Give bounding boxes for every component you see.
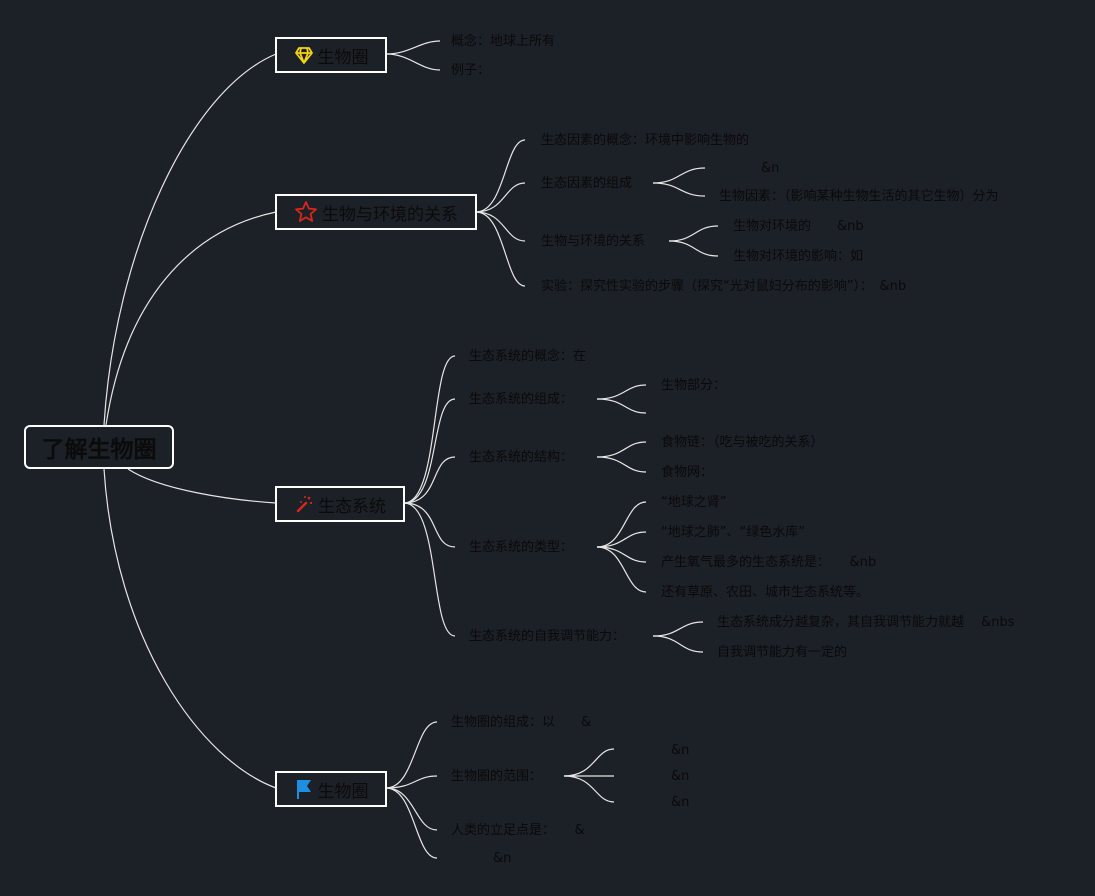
topic-ecofactor-components[interactable]: 生态因素的组成 — [541, 176, 633, 191]
topic-experiment-steps[interactable]: 实验：探究性实验的步骤（探究“光对鼠妇分布的影响”）： &nb — [541, 279, 907, 294]
connector — [652, 167, 706, 184]
topic-self-regulation[interactable]: 生态系统的自我调节能力： — [469, 629, 626, 644]
connector-root-b1 — [105, 211, 277, 426]
topic-ecosystem-components[interactable]: 生态系统的组成： — [469, 392, 574, 407]
subtopic-most-oxygen[interactable]: 产生氧气最多的生态系统是： &nb — [661, 555, 877, 570]
connector-root-b0 — [103, 53, 277, 426]
subtopic-earth-kidney[interactable]: “地球之肾” — [661, 495, 727, 510]
connector — [596, 398, 647, 414]
connector — [403, 502, 456, 548]
branch-label: 生态系统 — [318, 496, 386, 517]
connector — [403, 502, 456, 637]
topic-ecofactor-concept[interactable]: 生态因素的概念：环境中影响生物的 — [541, 133, 750, 148]
diamond-icon — [294, 47, 313, 64]
subtopic-biotic-part[interactable]: 生物部分： — [661, 378, 727, 393]
root-topic-label: 了解生物圈 — [41, 437, 157, 463]
subtopic-range-3[interactable]: &n — [671, 795, 690, 810]
subtopic-food-chain[interactable]: 食物链：（吃与被吃的关系） — [661, 435, 824, 450]
connector — [652, 635, 704, 653]
connector — [475, 139, 526, 213]
connector — [403, 456, 456, 504]
topic-last-item[interactable]: &n — [493, 851, 512, 866]
connector — [596, 384, 647, 400]
subtopic-complexity[interactable]: 生态系统成分越复杂，其自我调节能力就越 &nbs — [717, 615, 1015, 630]
subtopic-limit[interactable]: 自我调节能力有一定的 — [717, 645, 848, 660]
connector — [596, 531, 647, 548]
connector-root-b3 — [103, 468, 277, 789]
connector — [596, 456, 647, 473]
connector — [668, 240, 719, 257]
connector — [403, 355, 456, 504]
connector — [563, 775, 615, 803]
topic-biosphere-examples[interactable]: 例子： — [451, 63, 491, 78]
branch-biosphere-2[interactable]: 生物圈 — [275, 771, 387, 807]
topic-ecosystem-types[interactable]: 生态系统的类型： — [469, 540, 574, 555]
topic-biosphere-composition[interactable]: 生物圈的组成：以 & — [451, 715, 592, 730]
branch-biosphere[interactable]: 生物圈 — [275, 37, 387, 73]
topic-ecosystem-concept[interactable]: 生态系统的概念：在 — [469, 349, 587, 364]
connector — [385, 40, 441, 55]
subtopic-abiotic-factors[interactable]: &n — [761, 161, 780, 176]
subtopic-other-ecosystems[interactable]: 还有草原、农田、城市生态系统等。 — [661, 585, 870, 600]
star-icon — [295, 201, 317, 222]
connector-root-b2 — [127, 468, 277, 504]
connector — [385, 53, 441, 71]
connector — [475, 211, 526, 242]
root-topic[interactable]: 了解生物圈 — [24, 425, 174, 469]
topic-organism-env-relation[interactable]: 生物与环境的关系 — [541, 234, 646, 249]
branch-ecosystem[interactable]: 生态系统 — [275, 486, 405, 522]
subtopic-range-1[interactable]: &n — [671, 743, 690, 758]
flag-icon — [296, 780, 311, 799]
branch-label: 生物圈 — [317, 781, 369, 802]
subtopic-earth-lung[interactable]: “地球之肺”、“绿色水库” — [661, 525, 805, 540]
branch-organism-environment[interactable]: 生物与环境的关系 — [275, 194, 477, 230]
connector — [385, 775, 438, 789]
connector — [596, 546, 647, 593]
topic-biosphere-concept[interactable]: 概念：地球上所有 — [451, 34, 556, 49]
connector — [403, 398, 456, 504]
connector — [563, 748, 615, 777]
connector — [652, 182, 706, 197]
subtopic-food-web[interactable]: 食物网： — [661, 465, 714, 480]
connector — [475, 211, 526, 287]
subtopic-adapt-env[interactable]: 生物对环境的 &nb — [733, 219, 864, 234]
subtopic-range-2[interactable]: &n — [671, 769, 690, 784]
subtopic-affect-env[interactable]: 生物对环境的影响：如 — [733, 249, 864, 264]
branch-label: 生物圈 — [317, 47, 369, 68]
branch-label: 生物与环境的关系 — [322, 204, 458, 225]
connector — [596, 546, 647, 563]
connector — [596, 441, 647, 458]
connector — [385, 787, 438, 859]
connector — [652, 621, 704, 637]
connector — [596, 501, 647, 548]
connector — [668, 225, 719, 242]
subtopic-biotic-factors[interactable]: 生物因素：（影响某种生物生活的其它生物）分为 — [719, 189, 999, 204]
topic-biosphere-range[interactable]: 生物圈的范围： — [451, 769, 543, 784]
connector — [475, 182, 526, 213]
connector — [385, 787, 438, 831]
topic-human-foothold[interactable]: 人类的立足点是： & — [451, 823, 585, 838]
topic-ecosystem-structure[interactable]: 生态系统的结构： — [469, 450, 574, 465]
connector — [385, 721, 438, 789]
magic-wand-icon — [296, 496, 313, 513]
